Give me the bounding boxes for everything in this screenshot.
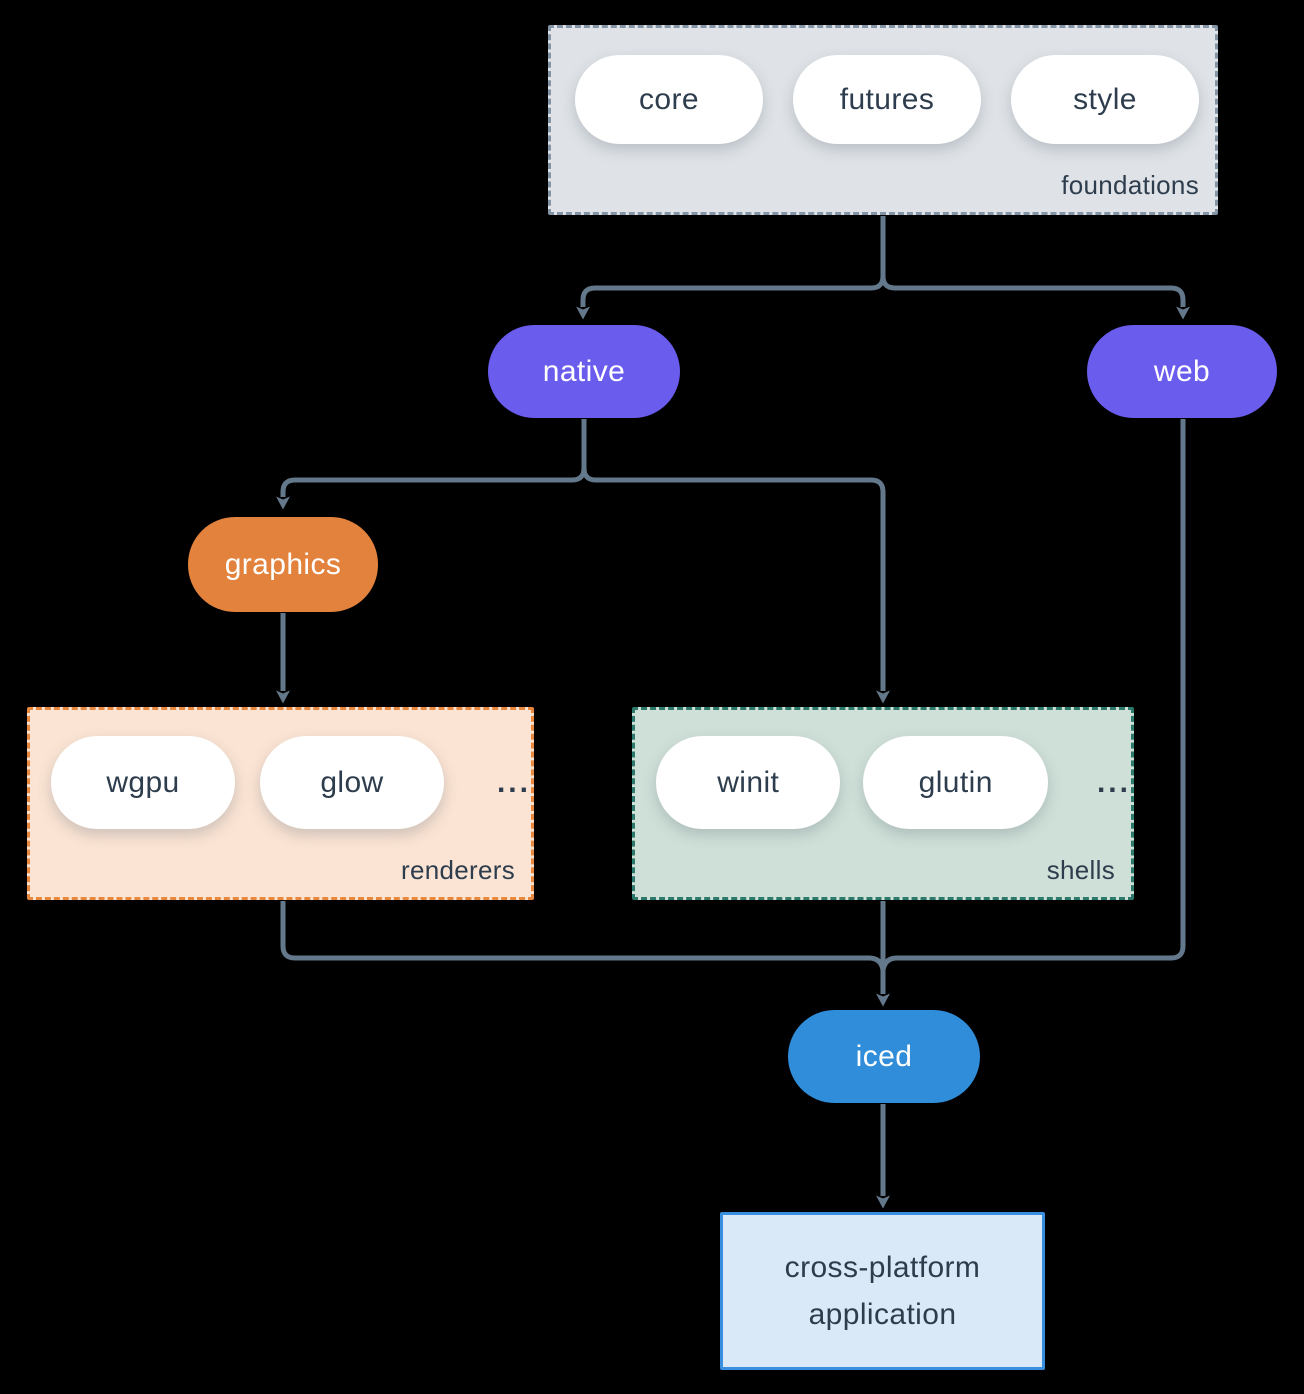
node-wgpu: wgpu bbox=[51, 736, 235, 829]
edge-foundations-native bbox=[576, 216, 886, 320]
node-glutin: glutin bbox=[863, 736, 1048, 829]
node-graphics: graphics bbox=[188, 517, 378, 612]
edge-native-shells bbox=[581, 419, 890, 704]
group-renderers: wgpu glow ... renderers bbox=[27, 707, 534, 900]
node-cross-platform-application: cross-platform application bbox=[720, 1212, 1045, 1370]
renderers-label: renderers bbox=[401, 855, 515, 885]
foundations-label: foundations bbox=[1061, 170, 1199, 200]
foundations-pill-row: core futures style bbox=[551, 28, 1215, 144]
node-core: core bbox=[575, 55, 763, 144]
group-shells: winit glutin ... shells bbox=[632, 707, 1134, 900]
renderers-pill-row: wgpu glow ... bbox=[30, 710, 531, 829]
shells-label: shells bbox=[1046, 855, 1115, 885]
node-glow: glow bbox=[259, 736, 444, 829]
node-futures: futures bbox=[793, 55, 981, 144]
edge-renderers-merge bbox=[280, 901, 886, 971]
node-winit: winit bbox=[656, 736, 841, 829]
shells-pill-row: winit glutin ... bbox=[635, 710, 1131, 829]
edge-native-graphics bbox=[276, 419, 587, 510]
edge-foundations-web bbox=[880, 216, 1190, 320]
shells-ellipsis: ... bbox=[1096, 765, 1131, 799]
group-foundations: core futures style foundations bbox=[548, 25, 1218, 215]
node-style: style bbox=[1011, 55, 1199, 144]
node-iced: iced bbox=[788, 1010, 980, 1103]
renderers-ellipsis: ... bbox=[496, 765, 531, 799]
application-label: cross-platform application bbox=[784, 1251, 981, 1331]
node-web: web bbox=[1087, 325, 1277, 418]
node-native: native bbox=[488, 325, 680, 418]
